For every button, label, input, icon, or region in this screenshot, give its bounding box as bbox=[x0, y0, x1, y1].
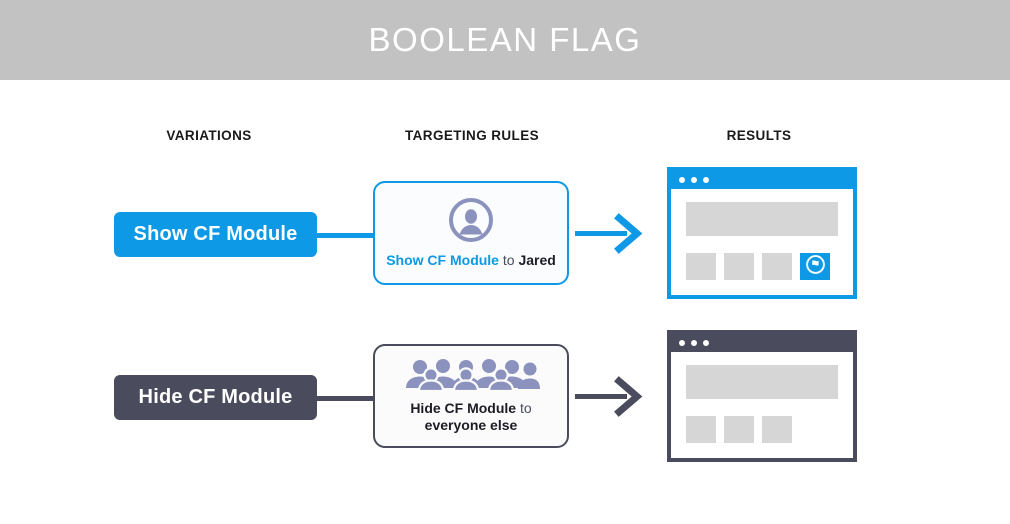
window-dot-icon bbox=[703, 340, 709, 346]
result-browser-window-hide bbox=[667, 330, 857, 462]
rule-action-hide: Hide CF Module bbox=[410, 400, 517, 416]
column-header-targeting-rules: TARGETING RULES bbox=[405, 128, 539, 143]
content-tile bbox=[724, 253, 754, 280]
content-tile bbox=[686, 253, 716, 280]
content-tile bbox=[724, 416, 754, 443]
browser-titlebar-hide bbox=[671, 334, 853, 352]
browser-content-hide bbox=[671, 352, 853, 443]
arrow-right-icon-show bbox=[575, 211, 647, 257]
column-header-results: RESULTS bbox=[726, 128, 792, 143]
content-placeholder-block bbox=[686, 202, 838, 236]
content-tile bbox=[686, 416, 716, 443]
rule-connector-hide: to bbox=[516, 400, 532, 416]
window-dot-icon bbox=[691, 177, 697, 183]
flag-rule-row-show: Show CF Module Show CF Module to Jared bbox=[0, 155, 1010, 315]
targeting-rule-card-hide[interactable]: Hide CF Module to everyone else bbox=[373, 344, 569, 448]
flag-circle-icon bbox=[805, 254, 826, 280]
content-tile bbox=[762, 253, 792, 280]
crowd-of-people-icon bbox=[402, 358, 540, 393]
result-browser-window-show bbox=[667, 167, 857, 299]
page-title: BOOLEAN FLAG bbox=[368, 21, 642, 58]
flag-rule-row-hide: Hide CF Module bbox=[0, 318, 1010, 478]
browser-titlebar-show bbox=[671, 171, 853, 189]
window-dot-icon bbox=[703, 177, 709, 183]
connector-line-show bbox=[300, 233, 376, 238]
cf-module-tile[interactable] bbox=[800, 253, 830, 280]
column-header-variations: VARIATIONS bbox=[166, 128, 252, 143]
variation-pill-hide[interactable]: Hide CF Module bbox=[114, 375, 317, 420]
column-headers: VARIATIONS TARGETING RULES RESULTS bbox=[0, 128, 1010, 148]
rule-audience-hide: everyone else bbox=[424, 417, 518, 433]
single-user-icon bbox=[449, 197, 493, 242]
content-placeholder-block bbox=[686, 365, 838, 399]
variation-pill-label: Show CF Module bbox=[133, 223, 298, 245]
arrow-right-icon-hide bbox=[575, 374, 647, 420]
rule-action-show: Show CF Module bbox=[386, 251, 499, 268]
variation-pill-show[interactable]: Show CF Module bbox=[114, 212, 317, 257]
targeting-rule-text-show: Show CF Module to Jared bbox=[386, 252, 556, 269]
rule-audience-show: Jared bbox=[518, 251, 556, 268]
window-dot-icon bbox=[691, 340, 697, 346]
connector-line-hide bbox=[300, 396, 376, 401]
content-tile-row-show bbox=[686, 253, 838, 280]
window-dot-icon bbox=[679, 340, 685, 346]
targeting-rule-text-hide: Hide CF Module to everyone else bbox=[410, 400, 531, 434]
content-tile-row-hide bbox=[686, 416, 838, 443]
browser-content-show bbox=[671, 189, 853, 280]
targeting-rule-card-show[interactable]: Show CF Module to Jared bbox=[373, 181, 569, 285]
page-header: BOOLEAN FLAG bbox=[0, 0, 1010, 80]
content-tile bbox=[762, 416, 792, 443]
window-dot-icon bbox=[679, 177, 685, 183]
rule-connector-show: to bbox=[498, 251, 519, 268]
variation-pill-label: Hide CF Module bbox=[138, 386, 293, 408]
